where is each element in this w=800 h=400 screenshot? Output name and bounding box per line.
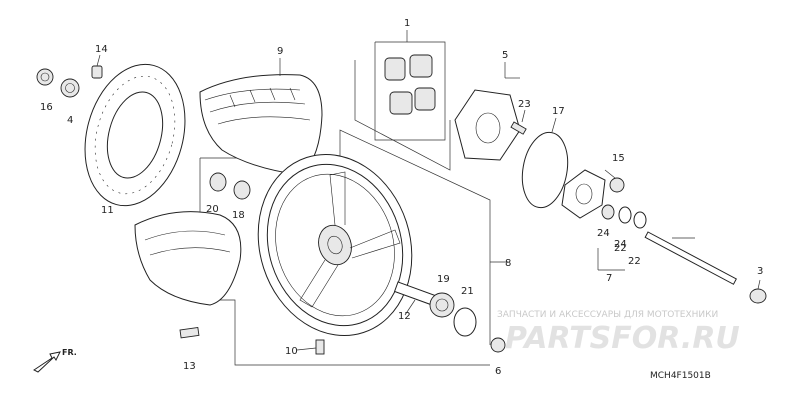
callout-5: 5	[502, 50, 508, 61]
callout-18: 18	[232, 210, 245, 221]
bearing-part-20	[209, 172, 227, 192]
collar-part-24	[601, 204, 615, 220]
watermark-title: ЗАПЧАСТИ И АКСЕССУАРЫ ДЛЯ МОТОТЕХНИКИ	[497, 310, 718, 320]
callout-14: 14	[95, 44, 108, 55]
tire-lower-section	[134, 211, 242, 306]
callout-8: 8	[505, 258, 511, 269]
callout-19: 19	[437, 274, 450, 285]
diagram-code: MCH4F1501B	[650, 371, 711, 381]
callout-7: 7	[606, 273, 612, 284]
nut-part-6	[490, 337, 506, 353]
nut-part-16	[36, 68, 54, 86]
callout-20: 20	[206, 204, 219, 215]
brake-shoe-part-1	[384, 54, 436, 115]
direction-arrow: FR.	[33, 348, 77, 373]
seal-part-22	[618, 206, 647, 229]
watermark-logo: PARTSFOR.RU	[505, 321, 740, 356]
callout-16: 16	[40, 102, 53, 113]
frame-5	[354, 60, 451, 171]
callout-15: 15	[612, 153, 625, 164]
wheel-rim-part-8	[257, 153, 413, 337]
callout-3: 3	[757, 266, 763, 277]
callout-17: 17	[552, 106, 565, 117]
callout-22b: 22	[628, 256, 641, 267]
callout-10: 10	[285, 346, 298, 357]
callout-24a: 24	[597, 228, 610, 239]
axle-part-3	[644, 231, 767, 304]
stud-part-23	[510, 121, 527, 135]
bolt-part-14	[91, 65, 103, 79]
direction-label: FR.	[62, 348, 77, 357]
callout-12: 12	[398, 311, 411, 322]
balance-weight-part-13	[179, 326, 200, 339]
hub-flange-part-5	[454, 89, 521, 161]
bearing-part-19	[429, 292, 455, 318]
callout-6: 6	[495, 366, 501, 377]
bearing-part-18	[233, 180, 251, 200]
frame-group	[374, 41, 446, 141]
callout-13: 13	[183, 361, 196, 372]
callout-21: 21	[461, 286, 474, 297]
circlip-part-17	[521, 131, 569, 209]
callout-23: 23	[518, 99, 531, 110]
callout-4: 4	[67, 115, 73, 126]
valve-part-10	[315, 339, 325, 355]
sprocket-part-15	[561, 169, 625, 219]
callout-1: 1	[404, 18, 410, 29]
seal-part-21	[453, 307, 477, 337]
collar-part-4	[60, 78, 80, 98]
callout-9: 9	[277, 46, 283, 57]
tire-part-9	[199, 74, 323, 176]
brake-disc-part-11	[84, 63, 186, 207]
callout-22a: 22	[614, 243, 627, 254]
callout-24b: 24	[614, 239, 627, 250]
callout-11: 11	[101, 205, 114, 216]
